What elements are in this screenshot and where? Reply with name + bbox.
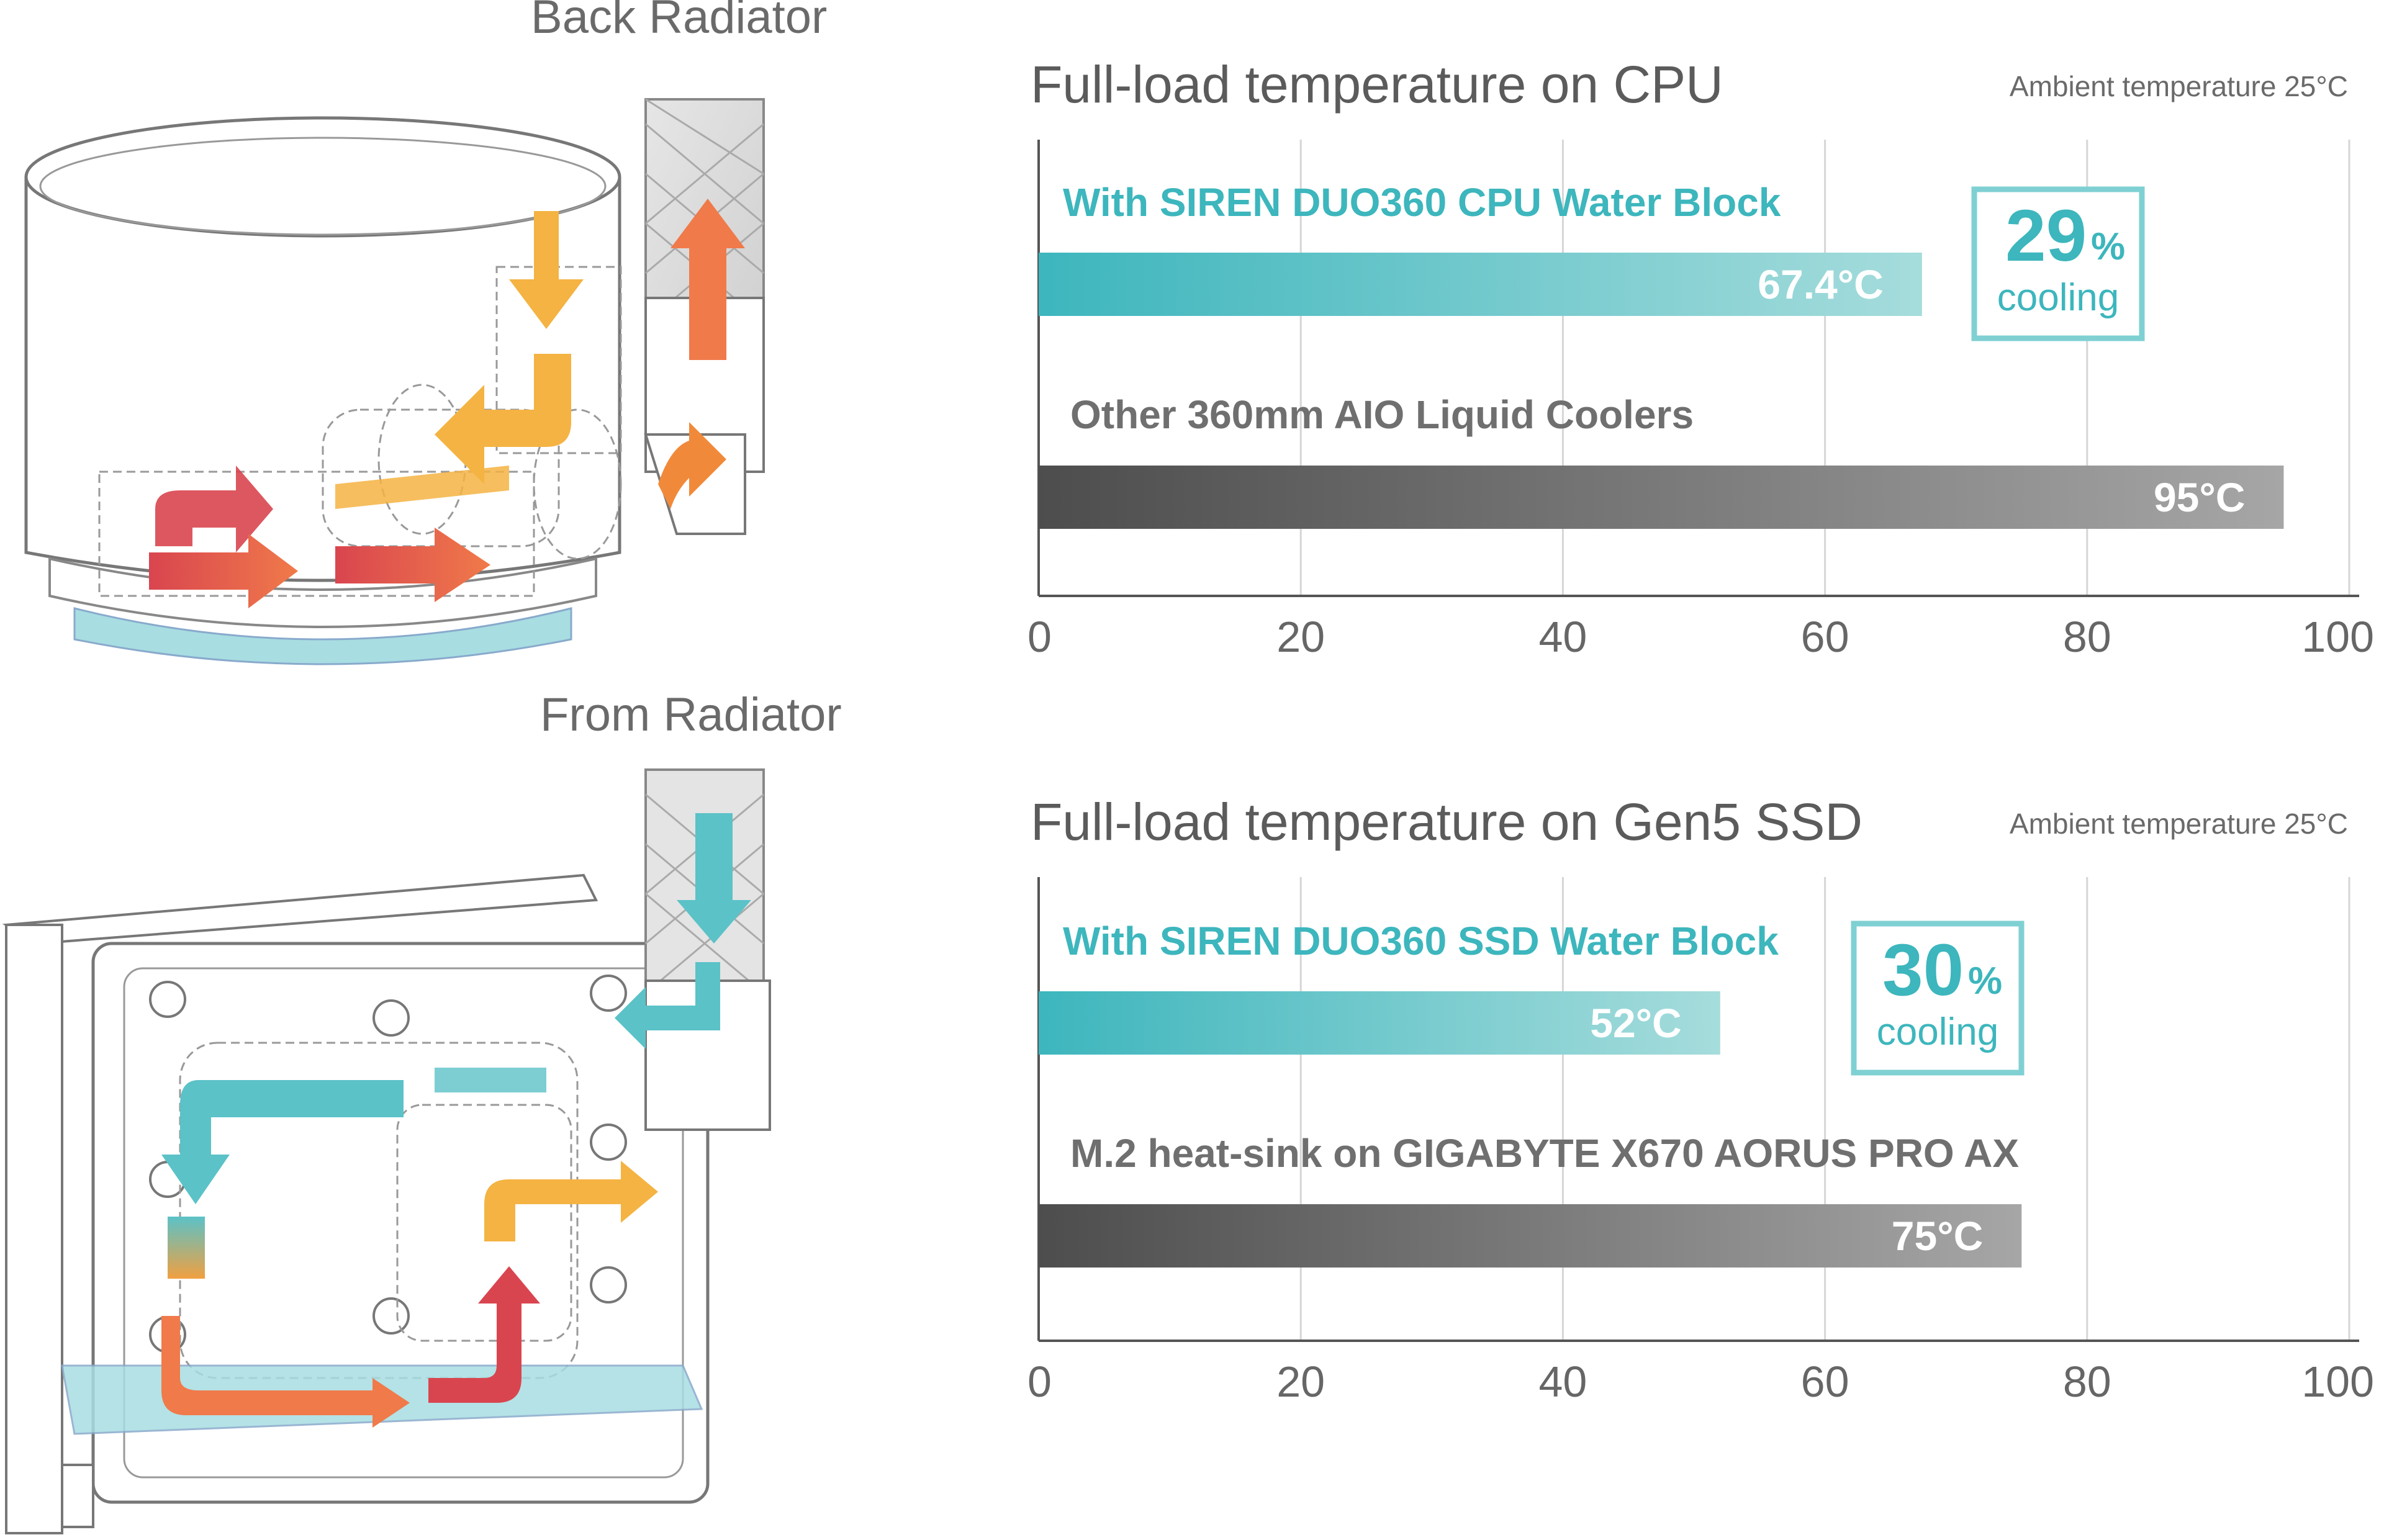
chart-2-badge-number: 30 bbox=[1882, 929, 1964, 1011]
chart-2-bar bbox=[1039, 1204, 2022, 1268]
chart-1-tick-label: 100 bbox=[2301, 613, 2374, 661]
chart-1-value-label: 95°C bbox=[2154, 474, 2245, 520]
chart-2-category-label: M.2 heat-sink on GIGABYTE X670 AORUS PRO… bbox=[1070, 1131, 2019, 1176]
chart-2-value-label: 52°C bbox=[1590, 1000, 1681, 1046]
chart-1-bar bbox=[1039, 466, 2284, 529]
chart-1-bar bbox=[1039, 253, 1922, 316]
chart-2-tick-label: 80 bbox=[2063, 1358, 2111, 1406]
chart-1-title: Full-load temperature on CPU bbox=[1031, 55, 1723, 114]
chart-1-value-label: 67.4°C bbox=[1758, 261, 1884, 307]
chart-2-category-label: With SIREN DUO360 SSD Water Block bbox=[1063, 919, 1779, 963]
chart-1-cooling-badge: 29 % cooling bbox=[1971, 186, 2145, 341]
cpu-block-illustration bbox=[24, 98, 765, 665]
chart-2-cooling-badge: 30 % cooling bbox=[1851, 921, 2025, 1076]
chart-2-value-label: 75°C bbox=[1892, 1213, 1983, 1259]
chart-2-tick-label: 100 bbox=[2301, 1358, 2374, 1406]
chart-2: 0 20 40 60 80 100 52°C With SIREN DUO360 SSD W… bbox=[1027, 877, 2374, 1406]
chart-1-category-label: With SIREN DUO360 CPU Water Block bbox=[1063, 180, 1781, 225]
chart-2-bar bbox=[1039, 991, 1720, 1055]
chart-1-category-label: Other 360mm AIO Liquid Coolers bbox=[1070, 392, 1694, 437]
chart-2-badge-text: cooling bbox=[1877, 1011, 1998, 1053]
chart-2-badge-unit: % bbox=[1968, 960, 2002, 1002]
from-radiator-label: From Radiator bbox=[540, 688, 842, 741]
chart-2-tick-label: 60 bbox=[1801, 1358, 1849, 1406]
chart-1-tick-label: 80 bbox=[2063, 613, 2111, 661]
chart-1-tick-label: 0 bbox=[1027, 613, 1052, 661]
chart-1-badge-unit: % bbox=[2091, 225, 2125, 268]
chart-2-tick-label: 20 bbox=[1276, 1358, 1325, 1406]
chart-2-tick-label: 40 bbox=[1538, 1358, 1587, 1406]
chart-2-title: Full-load temperature on Gen5 SSD bbox=[1031, 793, 1863, 851]
chart-1-tick-label: 20 bbox=[1276, 613, 1325, 661]
chart-1: 0 20 40 60 80 100 67.4°C With SIREN DUO360 CPU… bbox=[1027, 140, 2374, 661]
chart-2-ambient-note: Ambient temperature 25°C bbox=[2009, 808, 2348, 840]
chart-1-tick-label: 60 bbox=[1801, 613, 1849, 661]
chart-2-tick-label: 0 bbox=[1027, 1358, 1052, 1406]
chart-1-tick-label: 40 bbox=[1538, 613, 1587, 661]
back-radiator-label: Back Radiator bbox=[531, 0, 828, 43]
chart-1-ambient-note: Ambient temperature 25°C bbox=[2009, 70, 2348, 102]
chart-1-badge-text: cooling bbox=[1997, 276, 2119, 319]
chart-1-badge-number: 29 bbox=[2005, 195, 2087, 277]
ssd-block-illustration bbox=[2, 768, 771, 1534]
